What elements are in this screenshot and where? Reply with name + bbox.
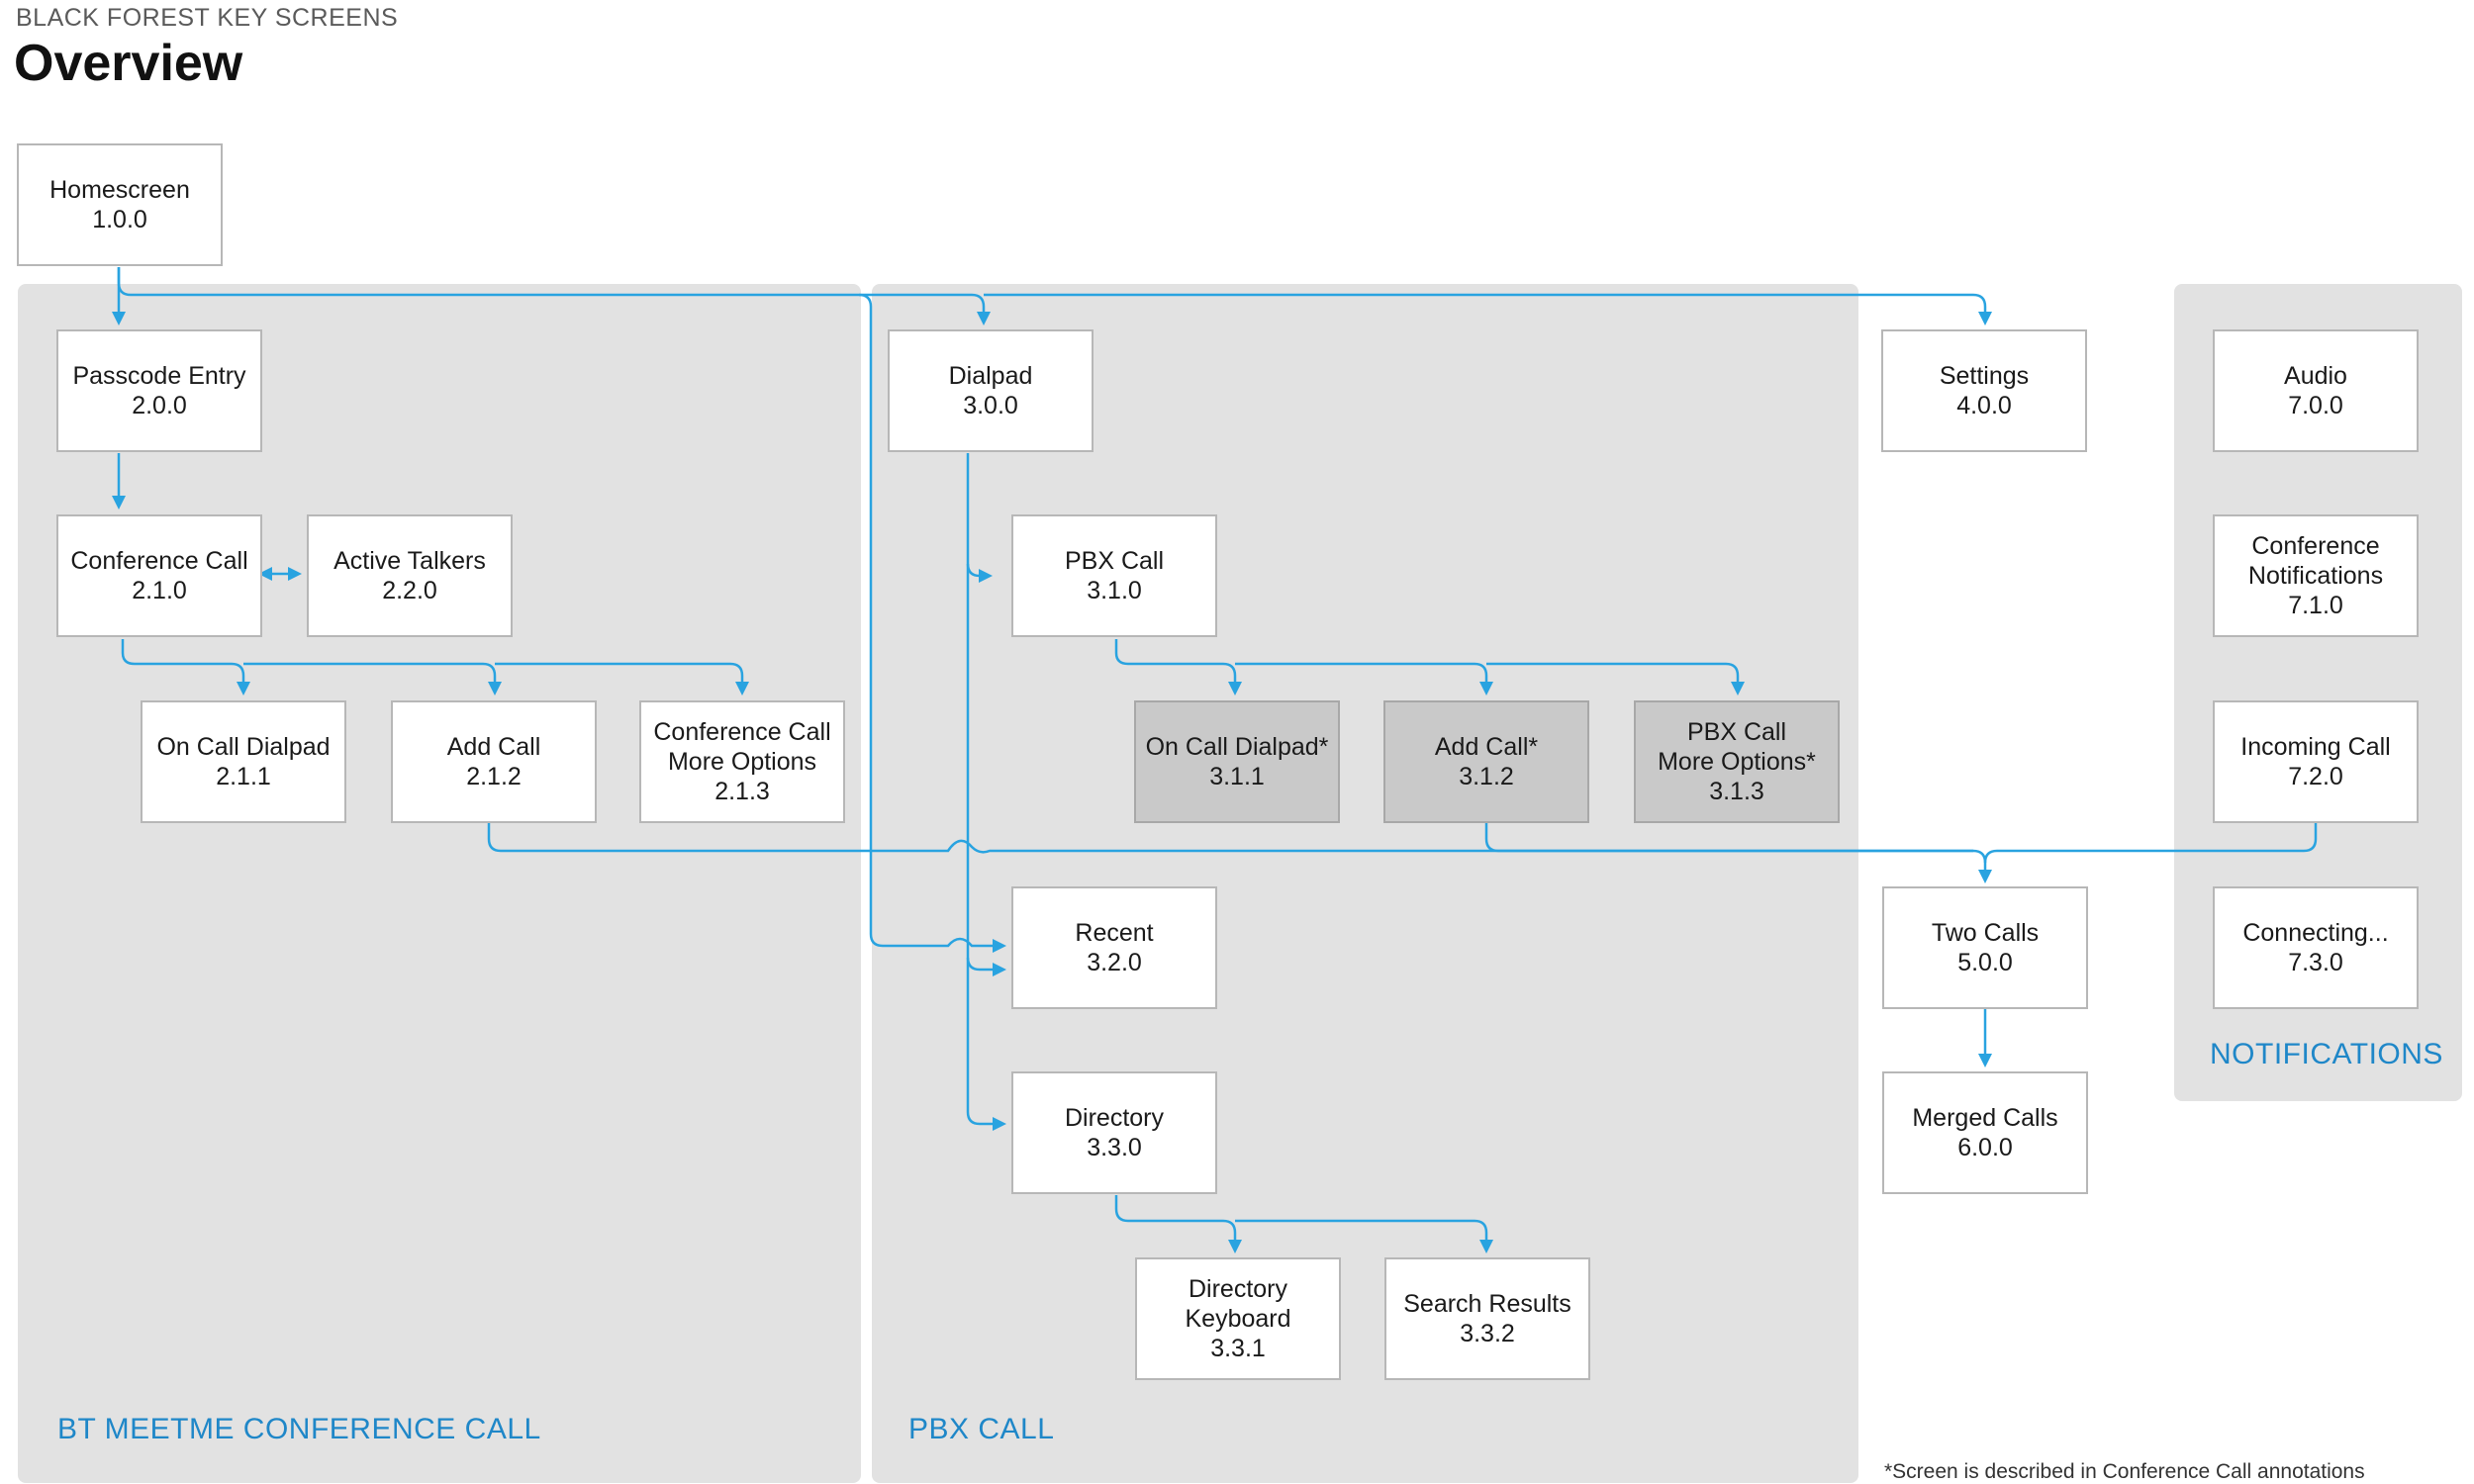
section-label-conference: BT MEETME CONFERENCE CALL (57, 1413, 541, 1445)
screen-title: Active Talkers (333, 547, 486, 575)
screen-incoming-call: Incoming Call 7.2.0 (2213, 700, 2419, 823)
screen-title: Merged Calls (1912, 1104, 2058, 1132)
connector-dialpad-directory (966, 958, 1006, 1131)
screen-title: PBX Call (1686, 718, 1787, 746)
connector-pbx-branches (1114, 639, 1242, 696)
screen-subtitle: Keyboard (1185, 1305, 1291, 1333)
screen-search-results: Search Results 3.3.2 (1384, 1257, 1590, 1380)
screen-number: 3.3.0 (1087, 1134, 1142, 1161)
screen-title: On Call Dialpad* (1145, 733, 1329, 761)
screen-title: Directory (1188, 1275, 1287, 1303)
screen-number: 3.3.1 (1210, 1335, 1266, 1362)
screen-merged-calls: Merged Calls 6.0.0 (1882, 1071, 2088, 1194)
diagram-eyebrow: BLACK FOREST KEY SCREENS (16, 4, 399, 32)
screen-title: Directory (1064, 1104, 1164, 1132)
screen-title: Recent (1075, 919, 1154, 947)
screen-subtitle: More Options (667, 748, 817, 776)
screen-pbx-add-call: Add Call* 3.1.2 (1383, 700, 1589, 823)
screen-title: Audio (2284, 362, 2347, 390)
screen-number: 3.3.2 (1460, 1320, 1515, 1347)
screen-number: 3.2.0 (1087, 949, 1142, 976)
section-label-pbx: PBX CALL (908, 1413, 1055, 1445)
screen-conference-notifications: Conference Notifications 7.1.0 (2213, 514, 2419, 637)
screen-active-talkers: Active Talkers 2.2.0 (307, 514, 513, 637)
connector-to-pbx-add-call (1235, 662, 1493, 696)
pbx-section-panel (872, 284, 1858, 1483)
screen-number: 2.1.2 (466, 763, 522, 790)
page-title: Overview (14, 35, 243, 92)
connector-to-pbx-more (1486, 662, 1745, 696)
screen-title: Incoming Call (2240, 733, 2391, 761)
screen-number: 2.1.3 (714, 778, 770, 805)
screen-number: 7.3.0 (2288, 949, 2343, 976)
screen-title: Add Call (446, 733, 541, 761)
screen-homescreen: Homescreen 1.0.0 (17, 143, 223, 266)
footnote: *Screen is described in Conference Call … (1884, 1460, 2365, 1483)
screen-number: 4.0.0 (1956, 392, 2012, 419)
screen-number: 5.0.0 (1957, 949, 2013, 976)
screen-directory-keyboard: Directory Keyboard 3.3.1 (1135, 1257, 1341, 1380)
screen-directory: Directory 3.3.0 (1011, 1071, 1217, 1194)
screen-on-call-dialpad: On Call Dialpad 2.1.1 (141, 700, 346, 823)
connector-dialpad-recent (966, 564, 1006, 976)
screen-connecting: Connecting... 7.3.0 (2213, 886, 2419, 1009)
connector-to-search-results (1235, 1219, 1493, 1253)
screen-number: 1.0.0 (92, 206, 147, 233)
screen-title: Dialpad (948, 362, 1033, 390)
connector-pbx-add-call-two-calls (1484, 823, 1973, 853)
connector-dialpad-pbx (966, 453, 993, 583)
screen-title: Conference Call (70, 547, 248, 575)
connector-homescreen-settings (984, 293, 1992, 325)
screen-passcode-entry: Passcode Entry 2.0.0 (56, 329, 262, 452)
screen-title: Conference Call (653, 718, 831, 746)
screen-title: Add Call* (1434, 733, 1539, 761)
screen-number: 3.1.1 (1209, 763, 1265, 790)
screen-title: Two Calls (1931, 919, 2040, 947)
screen-number: 7.2.0 (2288, 763, 2343, 790)
screen-number: 2.0.0 (132, 392, 187, 419)
screen-title: Homescreen (49, 176, 190, 204)
screen-two-calls: Two Calls 5.0.0 (1882, 886, 2088, 1009)
screen-title: Connecting... (2242, 919, 2389, 947)
screen-title: Conference (2251, 532, 2380, 560)
screen-number: 2.1.0 (132, 577, 187, 604)
screen-title: Passcode Entry (72, 362, 246, 390)
screen-title: Search Results (1403, 1290, 1571, 1318)
connector-homescreen-recent (858, 293, 1006, 953)
screen-pbx-more-options: PBX Call More Options* 3.1.3 (1634, 700, 1840, 823)
screen-settings: Settings 4.0.0 (1881, 329, 2087, 452)
connector-homescreen-dialpad (117, 267, 991, 325)
screen-conference-call: Conference Call 2.1.0 (56, 514, 262, 637)
screen-dialpad: Dialpad 3.0.0 (888, 329, 1094, 452)
screen-number: 7.1.0 (2288, 592, 2343, 619)
screen-number: 3.1.2 (1459, 763, 1514, 790)
connector-to-conf-more (495, 662, 749, 696)
screen-number: 3.0.0 (963, 392, 1018, 419)
screen-pbx-on-call-dialpad: On Call Dialpad* 3.1.1 (1134, 700, 1340, 823)
screen-title: Settings (1939, 362, 2030, 390)
screen-number: 6.0.0 (1957, 1134, 2013, 1161)
screen-add-call: Add Call 2.1.2 (391, 700, 597, 823)
connector-to-conf-add-call (243, 662, 502, 696)
connector-incoming-two-calls (1983, 823, 2318, 864)
screen-subtitle: More Options* (1658, 748, 1816, 776)
screen-title: PBX Call (1064, 547, 1165, 575)
screen-conference-more-options: Conference Call More Options 2.1.3 (639, 700, 845, 823)
screen-number: 2.1.1 (216, 763, 271, 790)
screen-audio: Audio 7.0.0 (2213, 329, 2419, 452)
screen-number: 7.0.0 (2288, 392, 2343, 419)
section-label-notifications: NOTIFICATIONS (2210, 1038, 2443, 1070)
connector-directory-branches (1114, 1195, 1242, 1253)
screen-title: On Call Dialpad (156, 733, 331, 761)
connector-add-call-two-calls (487, 823, 1992, 883)
screen-pbx-call: PBX Call 3.1.0 (1011, 514, 1217, 637)
screen-subtitle: Notifications (2247, 562, 2384, 590)
screen-number: 2.2.0 (382, 577, 437, 604)
conference-section-panel (18, 284, 861, 1483)
screen-recent: Recent 3.2.0 (1011, 886, 1217, 1009)
screen-number: 3.1.0 (1087, 577, 1142, 604)
screen-number: 3.1.3 (1709, 778, 1764, 805)
connector-conference-branches (121, 639, 250, 696)
